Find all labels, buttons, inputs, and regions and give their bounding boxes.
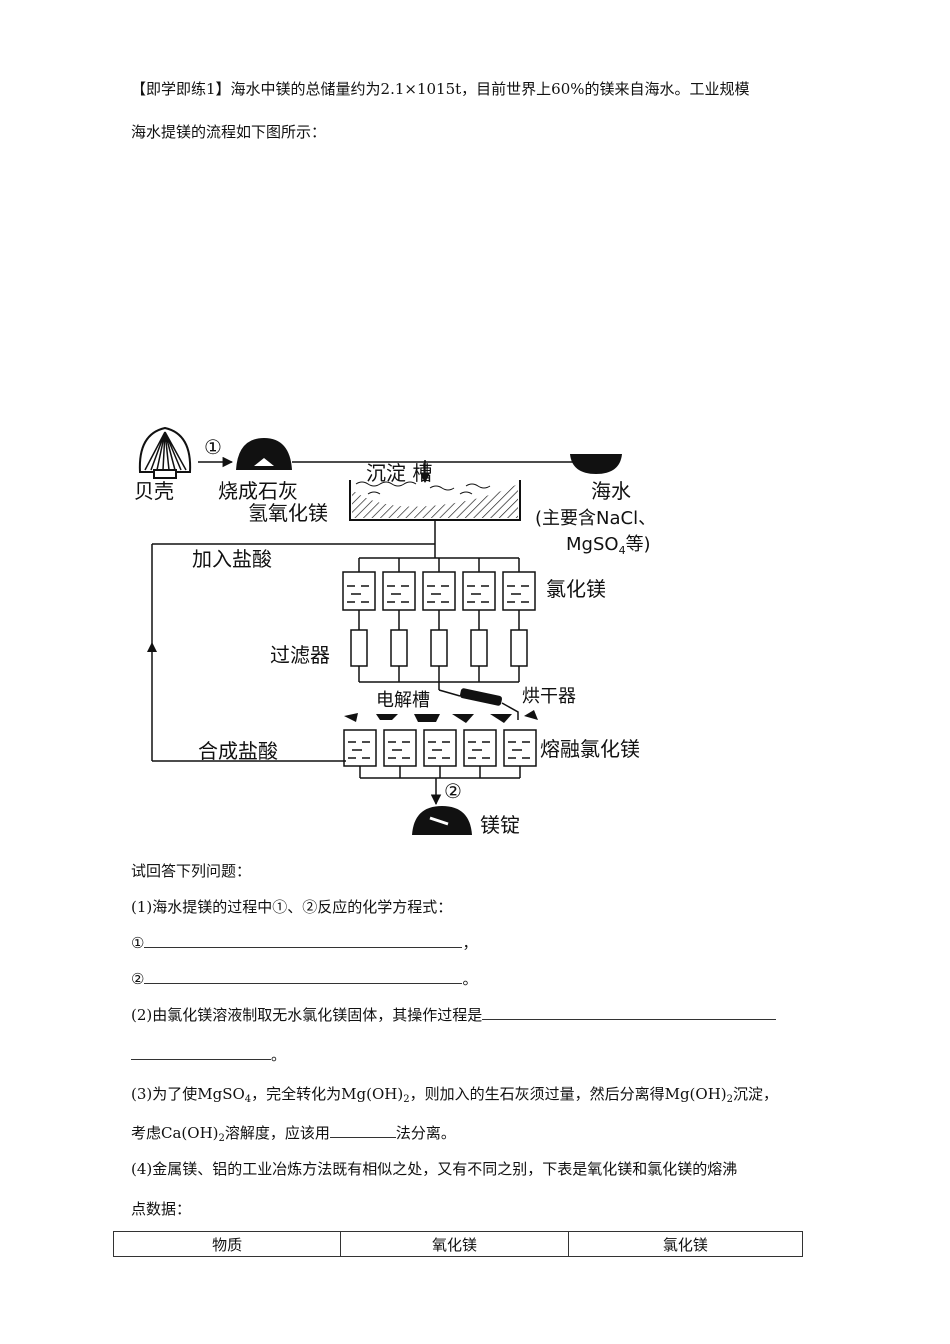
hydroxide-label: 氢氧化镁: [248, 501, 328, 525]
seawater-label: 海水: [591, 479, 631, 503]
questions-prompt: 试回答下列问题：: [131, 862, 252, 880]
answer-blank-2b[interactable]: [131, 1045, 271, 1060]
synth-hcl-label: 合成盐酸: [198, 739, 278, 763]
answer-blank-1b[interactable]: [144, 969, 463, 984]
question-2: (2)由氯化镁溶液制取无水氯化镁固体，其操作过程是: [131, 1004, 777, 1025]
table-header-row: 物质 氧化镁 氯化镁: [112, 1231, 804, 1257]
electrode-icons: [344, 710, 538, 723]
add-hcl-label: 加入盐酸: [192, 547, 272, 571]
question-4: (4)金属镁、铝的工业冶炼方法既有相似之处，又有不同之别，下表是氧化镁和氯化镁的…: [131, 1160, 738, 1178]
tank-label: 沉淀 槽: [366, 461, 432, 485]
mgcl2-label: 氯化镁: [546, 577, 606, 601]
calcined-lime-label: 烧成石灰: [218, 479, 298, 503]
dryer-icon: [459, 688, 503, 706]
step-2-marker: ②: [444, 779, 462, 803]
answer-blank-3[interactable]: [329, 1123, 396, 1138]
table-header-substance: 物质: [112, 1231, 342, 1257]
ingot-label: 镁锭: [480, 813, 520, 837]
shell-label: 贝壳: [134, 479, 174, 503]
melting-point-table: 物质 氧化镁 氯化镁: [112, 1231, 804, 1257]
table-header-mgo: 氧化镁: [340, 1231, 569, 1257]
question-3: (3)为了使MgSO4，完全转化为Mg(OH)2，则加入的生石灰须过量，然后分离…: [131, 1085, 779, 1105]
dryer-label: 烘干器: [522, 686, 576, 707]
mgcl2-beakers: [342, 558, 536, 611]
question-1: (1)海水提镁的过程中①、②反应的化学方程式：: [131, 898, 453, 916]
intro-line-1: 【即学即练1】海水中镁的总储量约为2.1×1015t，目前世界上60%的镁来自海…: [131, 80, 750, 98]
acid-return-arrow-icon: [147, 642, 157, 652]
question-2-cont: 。: [131, 1044, 286, 1065]
kiln-icon: [236, 438, 292, 470]
cell-label: 电解槽: [376, 690, 430, 711]
question-1-answer-b: ②。: [131, 969, 478, 988]
molten-mgcl2-beakers: [343, 729, 537, 779]
seawater-note-1: (主要含NaCl、: [535, 508, 656, 529]
filters: [350, 610, 528, 683]
intro-line-2: 海水提镁的流程如下图所示：: [131, 123, 327, 141]
question-4-cont: 点数据：: [131, 1200, 192, 1218]
seawater-note-2: MgSO4等): [566, 534, 651, 557]
process-flow-diagram: 贝壳 ① 烧成石灰 海水 (主要含NaCl、 MgSO4等) 沉淀 槽 氢氧化镁…: [134, 426, 656, 837]
step-1-marker: ①: [204, 435, 222, 459]
answer-blank-1a[interactable]: [144, 933, 463, 948]
answer-blank-2a[interactable]: [482, 1005, 777, 1020]
question-3-cont: 考虑Ca(OH)2溶解度，应该用法分离。: [131, 1123, 456, 1144]
seawater-dish-icon: [570, 454, 622, 474]
shell-icon: [138, 426, 192, 479]
table-header-mgcl2: 氯化镁: [567, 1231, 804, 1257]
sedimentation-tank: [349, 480, 521, 521]
filter-label: 过滤器: [270, 643, 330, 667]
molten-mgcl2-label: 熔融氯化镁: [540, 737, 640, 761]
question-1-answer-a: ①，: [131, 933, 478, 952]
